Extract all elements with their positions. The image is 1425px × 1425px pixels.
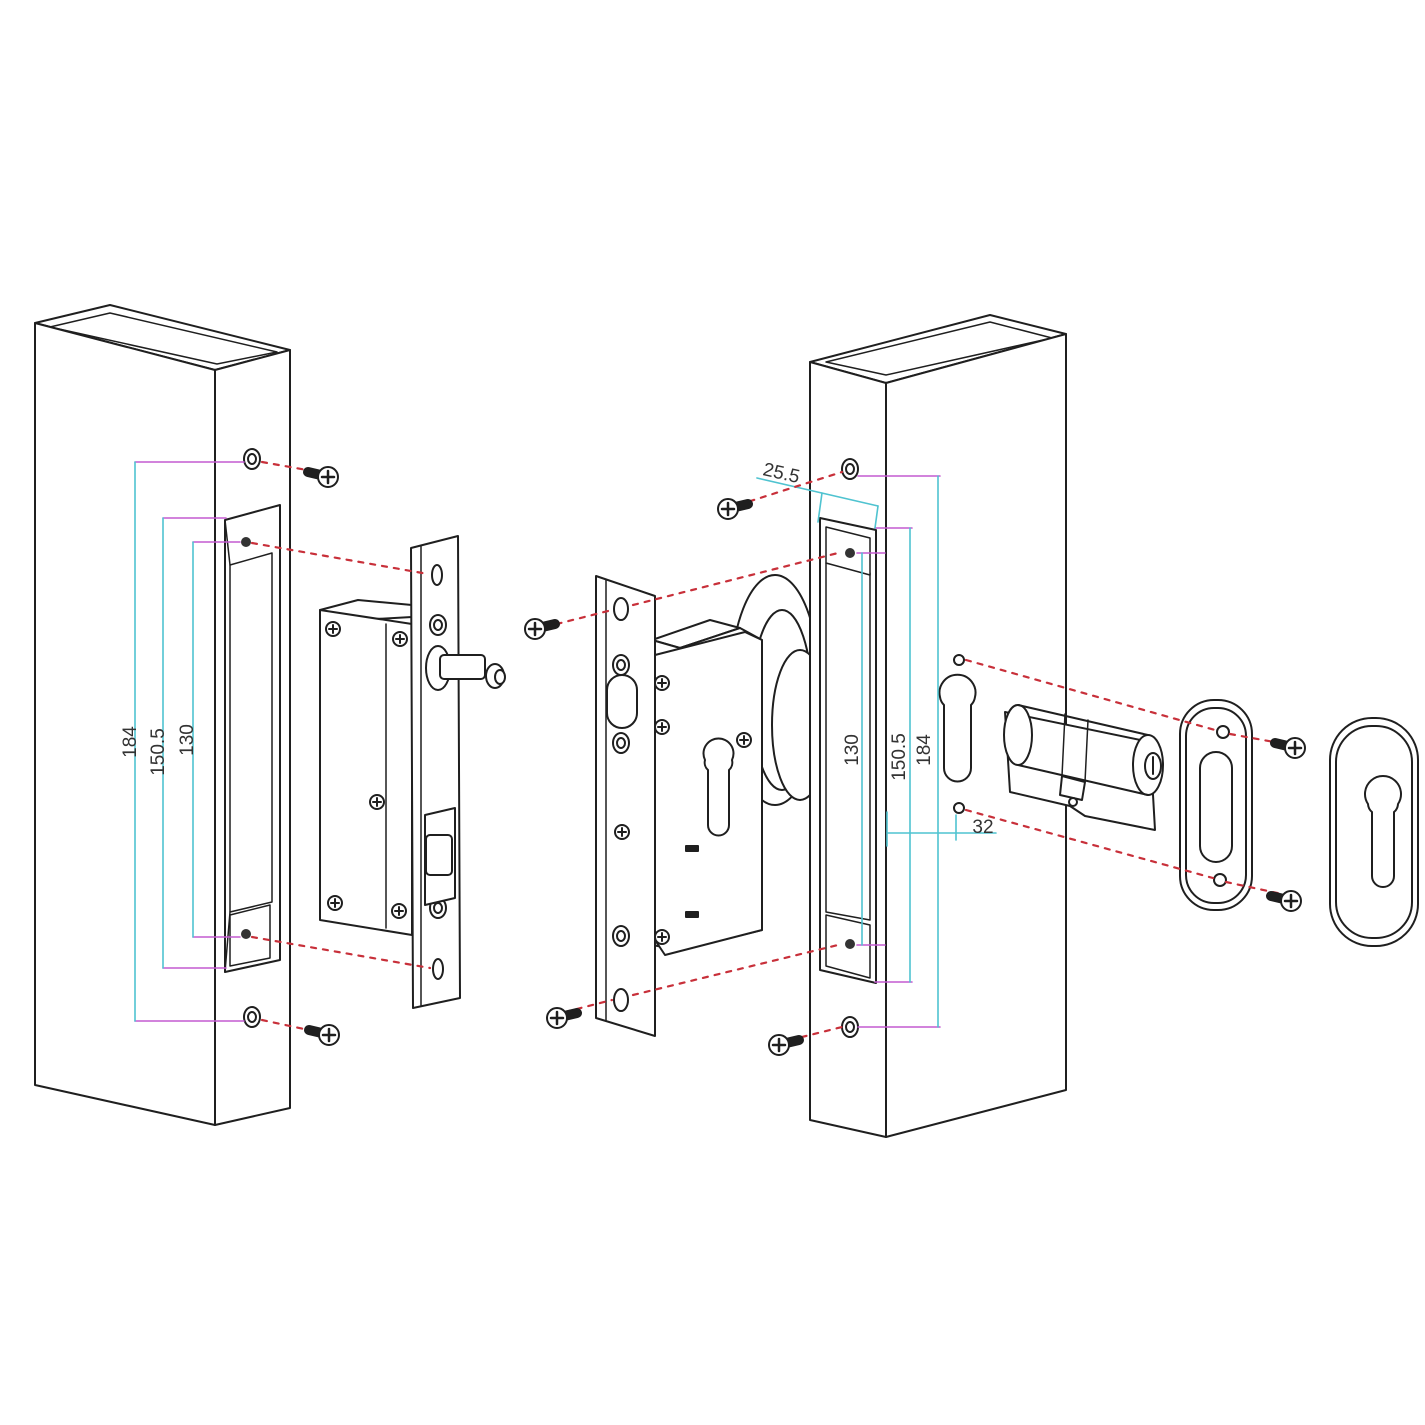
left-cutout-bottom-hole <box>241 929 251 939</box>
right-post-bottom-screw-hole <box>841 1016 859 1038</box>
right-cutout-bottom-hole <box>845 939 855 949</box>
left-post-side-face <box>34 322 216 1126</box>
left-dimension-150-5: 150.5 <box>148 728 169 776</box>
screw-lock-top <box>525 619 555 639</box>
left-post-top-screw-hole <box>243 448 261 470</box>
right-dimension-130: 130 <box>842 734 863 766</box>
left-post-top-opening <box>49 312 278 365</box>
strike-bolt-pin <box>425 645 506 691</box>
lock-case <box>651 619 763 956</box>
strike-keeper-box <box>319 599 413 936</box>
right-post-side-face <box>885 333 1067 1138</box>
screw-escutcheon-top <box>1275 738 1305 758</box>
left-cutout-top-hole <box>241 537 251 547</box>
right-post-top-screw-hole <box>841 458 859 480</box>
left-frame-cutout <box>224 504 281 973</box>
left-post-bottom-screw-hole <box>243 1006 261 1028</box>
screw-right-top <box>718 499 748 519</box>
lock-faceplate <box>595 575 656 1037</box>
euro-cylinder <box>1003 704 1164 831</box>
escutcheon-back-plate <box>1179 699 1253 911</box>
screw-right-bottom <box>769 1035 799 1055</box>
left-post-holes <box>241 448 261 1028</box>
screw-left-top <box>308 467 338 487</box>
right-dimension-184: 184 <box>914 734 935 766</box>
right-post-cylinder-cutout <box>938 654 977 814</box>
right-dimension-32: 32 <box>972 817 993 838</box>
right-dimension-150-5: 150.5 <box>889 733 910 781</box>
left-dimension-labels: 184 150.5 130 <box>120 724 198 776</box>
right-dimension-lines <box>756 475 997 1028</box>
screw-escutcheon-bottom <box>1271 891 1301 911</box>
strike-faceplate <box>410 535 461 1009</box>
left-dimension-130: 130 <box>177 724 198 756</box>
right-post-holes <box>841 458 859 1038</box>
left-dimension-lines <box>134 461 245 1022</box>
left-dimension-184: 184 <box>120 726 141 758</box>
right-cutout-top-hole <box>845 548 855 558</box>
right-dimension-25-5: 25.5 <box>761 459 802 488</box>
screw-lock-bottom <box>547 1008 577 1028</box>
escutcheon-front-plate <box>1329 717 1419 947</box>
screw-left-bottom <box>309 1025 339 1045</box>
